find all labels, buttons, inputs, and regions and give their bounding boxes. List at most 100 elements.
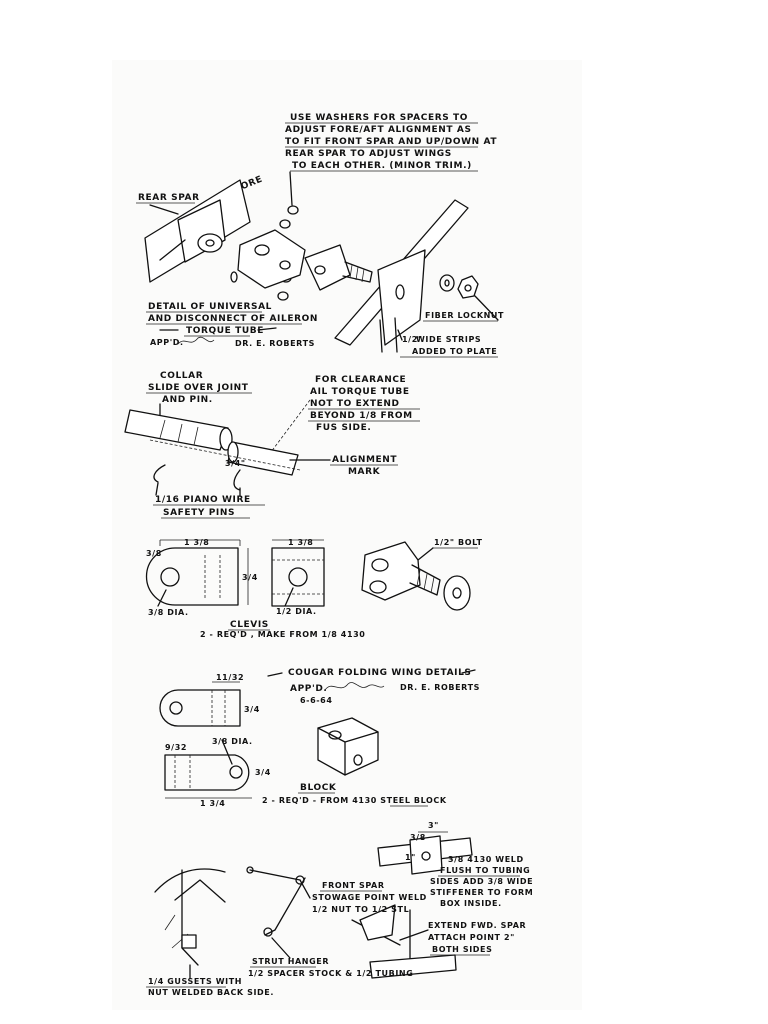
svg-text:AND PIN.: AND PIN. bbox=[162, 395, 213, 405]
svg-text:STRUT HANGER: STRUT HANGER bbox=[252, 957, 329, 966]
svg-text:1": 1" bbox=[405, 853, 416, 862]
svg-text:1/4 GUSSETS WITH: 1/4 GUSSETS WITH bbox=[148, 977, 242, 986]
svg-text:3/8 DIA.: 3/8 DIA. bbox=[212, 737, 253, 746]
weld-note: 3/8 4130 WELD FLUSH TO TUBING SIDES ADD … bbox=[430, 855, 533, 908]
bolt-label: 1/2" BOLT bbox=[432, 538, 483, 549]
svg-text:USE WASHERS FOR SPACERS TO: USE WASHERS FOR SPACERS TO bbox=[290, 113, 468, 123]
svg-text:DETAIL OF UNIVERSAL: DETAIL OF UNIVERSAL bbox=[148, 302, 272, 312]
svg-text:FIBER LOCKNUT: FIBER LOCKNUT bbox=[425, 311, 504, 320]
svg-text:11/32: 11/32 bbox=[216, 673, 244, 682]
svg-text:BEYOND 1/8 FROM: BEYOND 1/8 FROM bbox=[310, 411, 413, 421]
svg-text:1 3/8: 1 3/8 bbox=[184, 538, 209, 547]
svg-text:WIDE STRIPS: WIDE STRIPS bbox=[416, 335, 481, 344]
svg-text:SLIDE OVER JOINT: SLIDE OVER JOINT bbox=[148, 383, 249, 393]
clevis-rod-end bbox=[304, 244, 373, 291]
svg-text:TO EACH OTHER. (MINOR TRIM.): TO EACH OTHER. (MINOR TRIM.) bbox=[292, 161, 472, 171]
svg-text:TORQUE TUBE: TORQUE TUBE bbox=[186, 326, 264, 336]
folding-wing-title: COUGAR FOLDING WING DETAILS APP'D. 6-6-6… bbox=[267, 668, 480, 705]
strut-hanger-note: STRUT HANGER 1/2 SPACER STOCK & 1/2 TUBI… bbox=[248, 937, 413, 978]
svg-text:3/4: 3/4 bbox=[255, 768, 271, 777]
svg-text:REAR SPAR TO ADJUST WINGS: REAR SPAR TO ADJUST WINGS bbox=[285, 149, 452, 159]
fiber-locknut bbox=[439, 274, 479, 299]
clevis-iso bbox=[361, 541, 471, 611]
collar-note: COLLAR SLIDE OVER JOINT AND PIN. bbox=[146, 371, 252, 421]
svg-text:ADDED TO PLATE: ADDED TO PLATE bbox=[412, 347, 497, 356]
universal-block bbox=[237, 229, 306, 289]
detail-title: DETAIL OF UNIVERSAL AND DISCONNECT OF AI… bbox=[146, 302, 318, 337]
svg-text:1/2": 1/2" bbox=[402, 335, 423, 344]
svg-text:ATTACH POINT 2": ATTACH POINT 2" bbox=[428, 933, 515, 942]
wide-strips-label: 1/2" WIDE STRIPS ADDED TO PLATE bbox=[397, 329, 498, 358]
svg-text:MARK: MARK bbox=[348, 467, 381, 477]
svg-text:3/4: 3/4 bbox=[244, 705, 260, 714]
svg-text:NUT WELDED BACK SIDE.: NUT WELDED BACK SIDE. bbox=[148, 988, 274, 997]
svg-text:SAFETY PINS: SAFETY PINS bbox=[163, 508, 235, 518]
strut-sketch bbox=[246, 866, 306, 937]
torque-tube bbox=[124, 409, 301, 491]
svg-text:1/2 SPACER STOCK & 1/2 TUBING: 1/2 SPACER STOCK & 1/2 TUBING bbox=[248, 969, 413, 978]
svg-text:BOTH SIDES: BOTH SIDES bbox=[432, 945, 492, 954]
svg-text:1 3/4: 1 3/4 bbox=[200, 799, 225, 808]
svg-text:3": 3" bbox=[428, 821, 439, 830]
block-drawing-bottom: 9/32 3/4 1 3/4 bbox=[164, 739, 271, 808]
rear-spar-label: REAR SPAR bbox=[136, 193, 200, 215]
svg-text:FRONT SPAR: FRONT SPAR bbox=[322, 881, 385, 890]
clevis-title: CLEVIS 2 - REQ'D , MAKE FROM 1/8 4130 bbox=[200, 620, 365, 639]
svg-text:STOWAGE POINT WELD: STOWAGE POINT WELD bbox=[312, 893, 427, 902]
block-title: BLOCK 2 - REQ'D - FROM 4130 STEEL BLOCK bbox=[262, 783, 447, 807]
svg-text:3/8 DIA.: 3/8 DIA. bbox=[148, 608, 189, 617]
svg-text:STIFFENER TO FORM: STIFFENER TO FORM bbox=[430, 888, 533, 897]
svg-text:ALIGNMENT: ALIGNMENT bbox=[332, 455, 397, 465]
svg-text:COUGAR FOLDING WING DETAILS: COUGAR FOLDING WING DETAILS bbox=[288, 668, 472, 678]
svg-text:1/2 NUT TO 1/2 STL: 1/2 NUT TO 1/2 STL bbox=[312, 905, 409, 914]
svg-text:1 3/8: 1 3/8 bbox=[288, 538, 313, 547]
svg-text:TO FIT FRONT SPAR AND UP/DOWN: TO FIT FRONT SPAR AND UP/DOWN AT bbox=[285, 137, 497, 147]
svg-text:6-6-64: 6-6-64 bbox=[300, 696, 333, 705]
fuselage-frame bbox=[334, 199, 469, 353]
front-spar-note: FRONT SPAR STOWAGE POINT WELD 1/2 NUT TO… bbox=[299, 879, 427, 914]
piano-wire-label: 1/16 PIANO WIRE SAFETY PINS bbox=[153, 482, 265, 519]
svg-text:COLLAR: COLLAR bbox=[160, 371, 203, 381]
rear-spar-bracket bbox=[144, 179, 251, 283]
svg-text:1/2" BOLT: 1/2" BOLT bbox=[434, 538, 483, 547]
svg-text:FOR CLEARANCE: FOR CLEARANCE bbox=[315, 375, 406, 385]
svg-text:REAR SPAR: REAR SPAR bbox=[138, 193, 200, 203]
spar-frame-sketch bbox=[351, 835, 473, 979]
gussets-note: 1/4 GUSSETS WITH NUT WELDED BACK SIDE. bbox=[146, 964, 274, 997]
pin-fraction: 3/4" bbox=[225, 459, 246, 468]
extend-note: EXTEND FWD. SPAR ATTACH POINT 2" BOTH SI… bbox=[399, 921, 526, 956]
alignment-mark-label: ALIGNMENT MARK bbox=[289, 455, 398, 477]
svg-text:BLOCK: BLOCK bbox=[300, 783, 337, 793]
svg-text:DR. E. ROBERTS: DR. E. ROBERTS bbox=[400, 683, 480, 692]
clevis-drawing-right: 1 3/8 1/2 DIA. bbox=[271, 538, 325, 616]
svg-text:2 - REQ'D - FROM 4130 STEEL BL: 2 - REQ'D - FROM 4130 STEEL BLOCK bbox=[262, 796, 447, 805]
svg-text:EXTEND FWD. SPAR: EXTEND FWD. SPAR bbox=[428, 921, 526, 930]
block-iso bbox=[317, 717, 379, 776]
svg-text:3/4: 3/4 bbox=[242, 573, 258, 582]
svg-text:SIDES ADD 3/8 WIDE: SIDES ADD 3/8 WIDE bbox=[430, 877, 533, 886]
svg-text:DR. E. ROBERTS: DR. E. ROBERTS bbox=[235, 339, 315, 348]
svg-text:FUS SIDE.: FUS SIDE. bbox=[316, 423, 371, 433]
clearance-note: FOR CLEARANCE AIL TORQUE TUBE NOT TO EXT… bbox=[264, 375, 420, 461]
svg-text:APP'D.: APP'D. bbox=[290, 684, 327, 694]
wing-root-sketch bbox=[154, 868, 226, 966]
washer-note: USE WASHERS FOR SPACERS TO ADJUST FORE/A… bbox=[285, 113, 497, 172]
svg-text:3/8 4130 WELD: 3/8 4130 WELD bbox=[448, 855, 524, 864]
fiber-locknut-label: FIBER LOCKNUT bbox=[423, 295, 504, 322]
svg-text:1/16 PIANO WIRE: 1/16 PIANO WIRE bbox=[155, 495, 251, 505]
washer-leader-arrow bbox=[289, 171, 293, 206]
svg-text:2 - REQ'D , MAKE FROM 1/8 4130: 2 - REQ'D , MAKE FROM 1/8 4130 bbox=[200, 630, 365, 639]
block-drawing-top: 11/32 3/4 3/8 DIA. bbox=[159, 673, 260, 746]
svg-text:BOX INSIDE.: BOX INSIDE. bbox=[440, 899, 502, 908]
svg-text:ADJUST FORE/AFT ALIGNMENT AS: ADJUST FORE/AFT ALIGNMENT AS bbox=[285, 125, 472, 135]
svg-text:3/8: 3/8 bbox=[410, 833, 426, 842]
svg-text:1/2 DIA.: 1/2 DIA. bbox=[276, 607, 317, 616]
clevis-drawing-left: 1 3/8 3/8 3/4 3/8 DIA. bbox=[145, 538, 258, 617]
svg-text:APP'D.: APP'D. bbox=[150, 338, 184, 347]
svg-text:AND DISCONNECT OF AILERON: AND DISCONNECT OF AILERON bbox=[148, 314, 318, 324]
svg-text:NOT TO EXTEND: NOT TO EXTEND bbox=[310, 399, 400, 409]
top-dimensions: 3" 1" 3/8 bbox=[405, 821, 448, 862]
svg-text:3/8: 3/8 bbox=[146, 549, 162, 558]
svg-text:AIL TORQUE TUBE: AIL TORQUE TUBE bbox=[310, 387, 410, 397]
